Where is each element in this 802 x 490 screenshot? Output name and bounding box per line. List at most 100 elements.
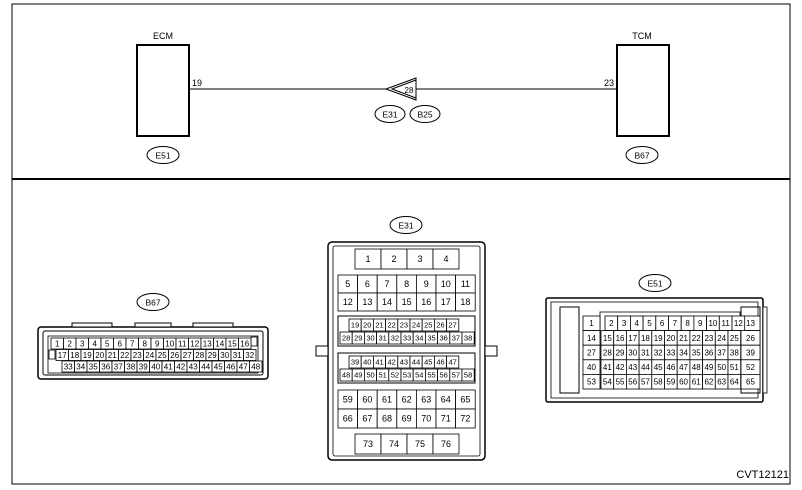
- svg-text:29: 29: [354, 334, 362, 343]
- connector-tag-e31: [374, 105, 406, 123]
- ecm-label: ECM: [153, 31, 173, 41]
- svg-text:27: 27: [449, 321, 457, 330]
- e31-pin-26: 26: [433, 318, 447, 332]
- e31-pin-50: 50: [363, 368, 377, 382]
- b67-pin-15: 15: [225, 337, 239, 350]
- tcm-pin-number: 23: [604, 78, 614, 88]
- e51-pin-3: 3: [617, 315, 631, 332]
- svg-text:7: 7: [130, 339, 135, 348]
- svg-text:43: 43: [400, 358, 408, 367]
- b67-pin-18: 18: [68, 349, 82, 361]
- b67-pin-9: 9: [150, 337, 164, 350]
- e31-pin-36: 36: [437, 331, 451, 345]
- ecm-pin-number: 19: [192, 78, 202, 88]
- svg-text:9: 9: [698, 319, 703, 328]
- e51-pin-56: 56: [626, 373, 640, 390]
- e51-pin-35: 35: [689, 344, 704, 361]
- svg-text:13: 13: [746, 319, 755, 328]
- e51-pin-12: 12: [731, 315, 746, 332]
- e31-pin-8: 8: [396, 274, 417, 294]
- e31-pin-45: 45: [421, 355, 435, 369]
- e31-pin-53: 53: [400, 368, 414, 382]
- svg-text:3: 3: [80, 339, 85, 348]
- svg-text:26: 26: [170, 351, 179, 360]
- svg-text:46: 46: [226, 362, 235, 371]
- e31-pin-65: 65: [455, 389, 476, 410]
- b67-pin-14: 14: [213, 337, 227, 350]
- svg-text:33: 33: [666, 348, 675, 357]
- e51-pin-30: 30: [626, 344, 640, 361]
- e51-pin-34: 34: [676, 344, 691, 361]
- svg-text:9: 9: [155, 339, 160, 348]
- e31-pin-74: 74: [380, 433, 408, 455]
- svg-text:13: 13: [362, 297, 372, 307]
- svg-text:3: 3: [622, 319, 627, 328]
- e31-pin-12: 12: [337, 292, 359, 312]
- svg-text:11: 11: [461, 279, 470, 289]
- e31-pin-61: 61: [376, 389, 398, 410]
- svg-text:70: 70: [421, 414, 431, 424]
- e31-pin-17: 17: [435, 292, 457, 312]
- svg-text:45: 45: [214, 362, 223, 371]
- b67-face-tag-text: B67: [145, 298, 160, 308]
- e31-pin-72: 72: [455, 408, 476, 429]
- e51-face-tag: [638, 274, 672, 292]
- connector-tag-b67: [625, 146, 659, 164]
- svg-text:58: 58: [654, 378, 663, 387]
- svg-text:63: 63: [717, 378, 726, 387]
- tcm-label: TCM: [632, 31, 652, 41]
- svg-text:42: 42: [388, 358, 396, 367]
- b67-pin-3: 3: [75, 337, 89, 350]
- connector-tag-b67-text: B67: [634, 151, 649, 161]
- svg-text:10: 10: [708, 319, 717, 328]
- svg-text:5: 5: [345, 279, 350, 289]
- e31-pin-58: 58: [461, 368, 475, 382]
- svg-text:2: 2: [391, 254, 396, 264]
- b67-pin-25: 25: [155, 349, 169, 361]
- e51-pin-7: 7: [668, 315, 682, 332]
- svg-text:49: 49: [354, 371, 362, 380]
- e31-pin-39: 39: [348, 355, 362, 369]
- svg-text:27: 27: [587, 348, 596, 357]
- svg-text:2: 2: [609, 319, 614, 328]
- e51-pin-11: 11: [718, 315, 733, 332]
- e31-pin-34: 34: [412, 331, 426, 345]
- e31-pin-19: 19: [348, 318, 362, 332]
- svg-text:41: 41: [603, 363, 612, 372]
- e51-pin-17: 17: [626, 330, 640, 346]
- e31-pin-24: 24: [409, 318, 423, 332]
- svg-text:36: 36: [101, 362, 110, 371]
- outer-frame: [11, 3, 791, 485]
- svg-text:16: 16: [240, 339, 249, 348]
- e31-pin-29: 29: [351, 331, 365, 345]
- e51-pin-54: 54: [600, 373, 615, 390]
- e31-pin-13: 13: [357, 292, 378, 312]
- svg-text:31: 31: [641, 348, 650, 357]
- svg-text:51: 51: [730, 363, 739, 372]
- e51-pin-23: 23: [702, 330, 716, 346]
- e51-pin-52: 52: [740, 359, 761, 375]
- svg-text:40: 40: [587, 363, 596, 372]
- svg-text:24: 24: [412, 321, 420, 330]
- e51-pin-15: 15: [600, 330, 615, 346]
- svg-text:6: 6: [660, 319, 665, 328]
- b67-pin-16: 16: [238, 337, 252, 350]
- svg-text:31: 31: [379, 334, 387, 343]
- e31-pin-62: 62: [396, 389, 417, 410]
- b67-pin-34: 34: [74, 360, 88, 373]
- svg-text:8: 8: [404, 279, 409, 289]
- svg-text:30: 30: [628, 348, 637, 357]
- svg-text:47: 47: [679, 363, 688, 372]
- tcm-box: [616, 44, 670, 137]
- e51-pin-5: 5: [642, 315, 657, 332]
- e51-pin-59: 59: [664, 373, 678, 390]
- svg-text:47: 47: [239, 362, 248, 371]
- e51-pin-18: 18: [638, 330, 653, 346]
- e51-pin-63: 63: [714, 373, 729, 390]
- svg-text:63: 63: [421, 395, 431, 405]
- inline-connector-symbol: [384, 77, 417, 101]
- svg-text:43: 43: [628, 363, 637, 372]
- svg-text:21: 21: [375, 321, 383, 330]
